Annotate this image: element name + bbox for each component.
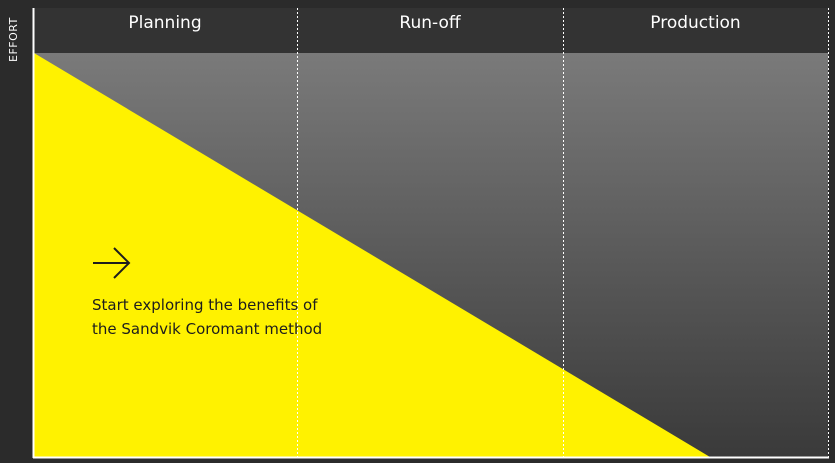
y-axis-label: EFFORT: [7, 17, 20, 62]
effort-triangle: [34, 53, 710, 457]
cta-text-line-2: the Sandvik Coromant method: [92, 320, 323, 338]
cta-text-line-1: Start exploring the benefits of: [92, 296, 318, 314]
phase-label-production: Production: [650, 13, 741, 33]
phase-label-planning: Planning: [128, 13, 202, 33]
phase-label-runoff: Run-off: [399, 13, 461, 33]
arrow-right-icon[interactable]: [92, 246, 132, 280]
phase-header-band: [33, 8, 828, 53]
cta-text[interactable]: Start exploring the benefits of the Sand…: [92, 293, 392, 341]
